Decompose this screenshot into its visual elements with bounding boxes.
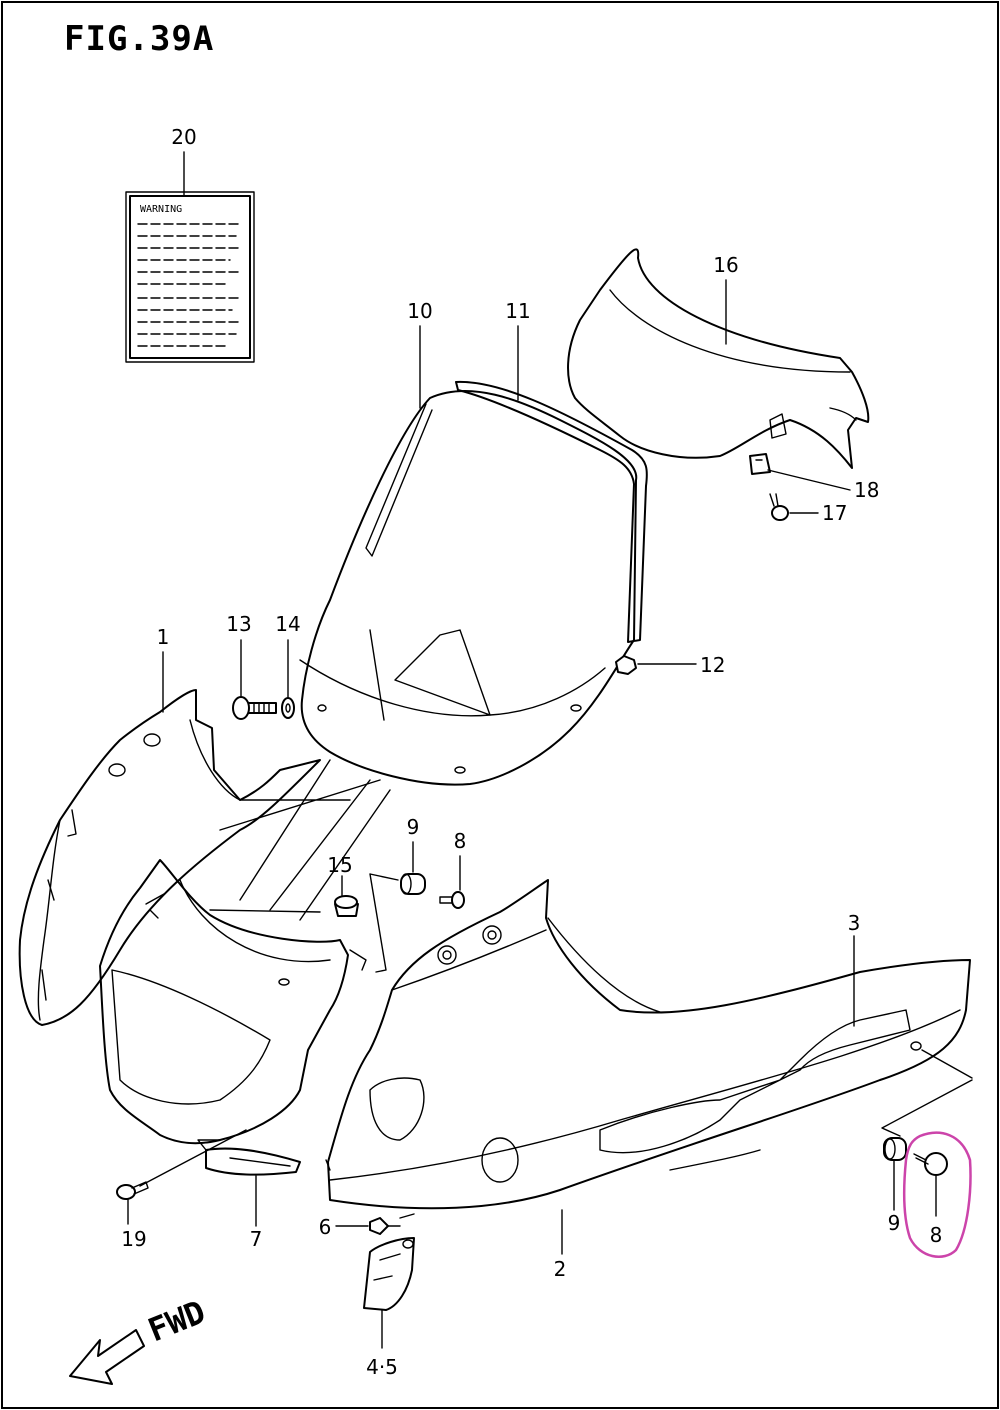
part-19-screw[interactable] [116,1181,149,1200]
part-8-screw-upper[interactable] [439,891,465,909]
part-12-nut[interactable] [615,655,637,675]
callout-13: 13 [226,612,251,636]
part-8-screw-lower[interactable] [913,1152,948,1176]
callout-7: 7 [250,1227,263,1251]
callout-18: 18 [854,478,879,502]
callout-9-lower: 9 [888,1211,901,1235]
part-18-clip-nut[interactable] [749,453,771,475]
part-14-washer[interactable] [281,697,295,719]
callout-16: 16 [713,253,738,277]
leader-right-fasteners [881,1049,973,1137]
leader-part-6 [399,1213,415,1219]
callout-4-5: 4·5 [366,1355,398,1379]
part-15-grommet[interactable] [334,895,359,917]
part-16-upper-cover[interactable] [567,248,870,469]
part-13-screw[interactable] [232,696,277,720]
part-9-cushion-lower[interactable] [883,1137,907,1161]
inner-cowling-housing[interactable] [99,759,391,1145]
part-2-cowling-lower[interactable] [325,879,971,1210]
callout-20: 20 [171,125,196,149]
callout-11: 11 [505,299,530,323]
part-6-screw[interactable] [369,1217,401,1235]
callout-14: 14 [275,612,300,636]
part-7-lower-bracket[interactable] [197,1139,301,1176]
fwd-label: FWD [143,1293,211,1350]
part-10-windscreen[interactable] [299,390,638,786]
part-20-warning-label[interactable]: WARNING [125,191,255,363]
callout-12: 12 [700,653,725,677]
callout-3: 3 [848,911,861,935]
highlight-circle [902,1131,972,1258]
part-1-cowling-side[interactable] [18,689,381,1026]
callout-1: 1 [157,625,170,649]
figure-title: FIG.39A [64,19,214,59]
callout-8-lower: 8 [930,1223,943,1247]
callout-19: 19 [121,1227,146,1251]
part-9-cushion-upper[interactable] [400,873,426,895]
callout-9-upper: 9 [407,815,420,839]
callout-6: 6 [319,1215,332,1239]
leader-bracket [369,873,399,973]
callout-15: 15 [327,853,352,877]
warning-label-text: WARNING [140,204,182,215]
callout-8-upper: 8 [454,829,467,853]
callout-10: 10 [407,299,432,323]
part-17-screw[interactable] [769,493,789,521]
callout-17: 17 [822,501,847,525]
part-4-5-bracket[interactable] [363,1237,415,1311]
part-11-trim-strip[interactable] [455,380,648,643]
fwd-direction-arrow: FWD [69,1293,211,1385]
callout-2: 2 [554,1257,567,1281]
